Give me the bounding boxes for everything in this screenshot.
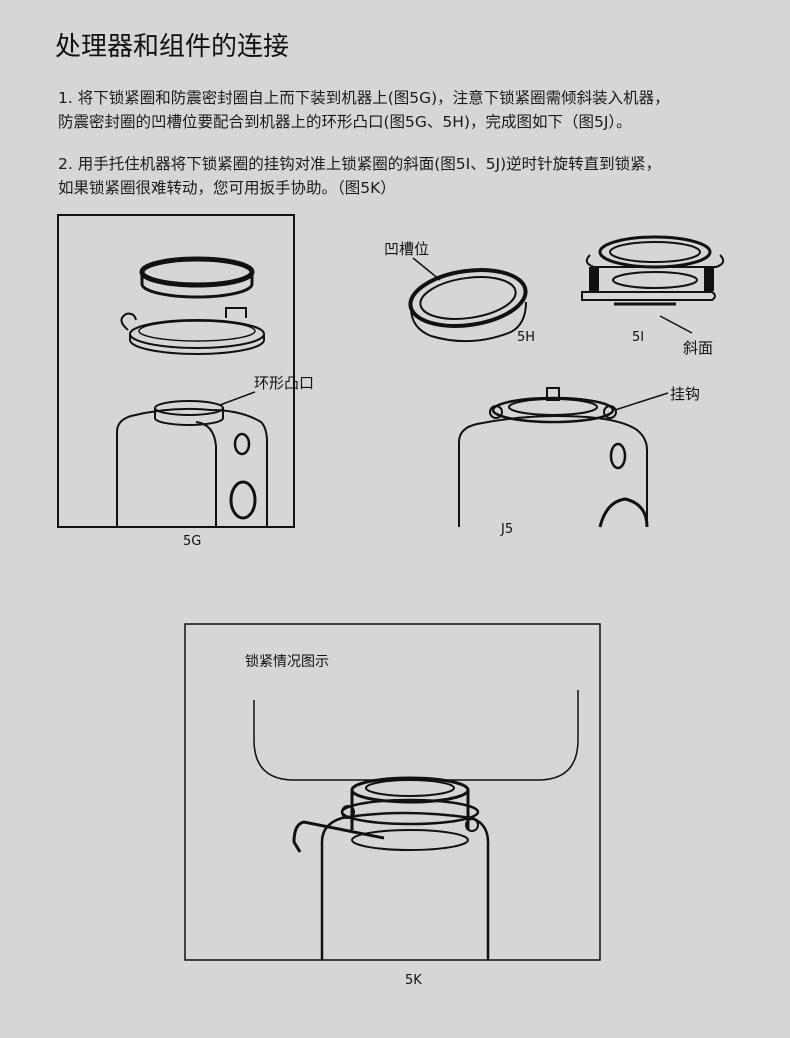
callout-bevel: 斜面 bbox=[683, 339, 714, 357]
figure-5i-drawing bbox=[581, 235, 725, 334]
figure-5h-drawing bbox=[408, 257, 528, 343]
step-2: 2. 用手托住机器将下锁紧圈的挂钩对准上锁紧圈的斜面(图5I、5J)逆时针旋转直… bbox=[58, 152, 661, 200]
callout-hook: 挂钩 bbox=[670, 385, 701, 403]
page-title: 处理器和组件的连接 bbox=[55, 32, 290, 62]
step-1-line-2: 防震密封圈的凹槽位要配合到机器上的环形凸口(图5G、5H)，完成图如下（图5J）… bbox=[58, 113, 632, 131]
figure-5k-drawing bbox=[184, 623, 601, 961]
figure-5g-drawing bbox=[57, 214, 295, 528]
step-1-line-1: 1. 将下锁紧圈和防震密封圈自上而下装到机器上(图5G)，注意下锁紧圈需倾斜装入… bbox=[58, 89, 670, 107]
caption-5h: 5H bbox=[517, 330, 536, 345]
step-2-line-2: 如果锁紧圈很难转动，您可用扳手协助。（图5K） bbox=[58, 179, 396, 197]
caption-5g: 5G bbox=[183, 534, 202, 549]
caption-5k: 5K bbox=[405, 973, 422, 988]
figure-5j-drawing bbox=[458, 387, 669, 528]
caption-5j: J5 bbox=[501, 522, 514, 537]
callout-ring-boss: 环形凸口 bbox=[254, 374, 315, 392]
step-1: 1. 将下锁紧圈和防震密封圈自上而下装到机器上(图5G)，注意下锁紧圈需倾斜装入… bbox=[58, 86, 670, 134]
caption-5i: 5I bbox=[632, 330, 645, 345]
step-2-line-1: 2. 用手托住机器将下锁紧圈的挂钩对准上锁紧圈的斜面(图5I、5J)逆时针旋转直… bbox=[58, 155, 662, 173]
callout-lock-status: 锁紧情况图示 bbox=[245, 654, 329, 670]
callout-groove: 凹槽位 bbox=[384, 240, 430, 258]
